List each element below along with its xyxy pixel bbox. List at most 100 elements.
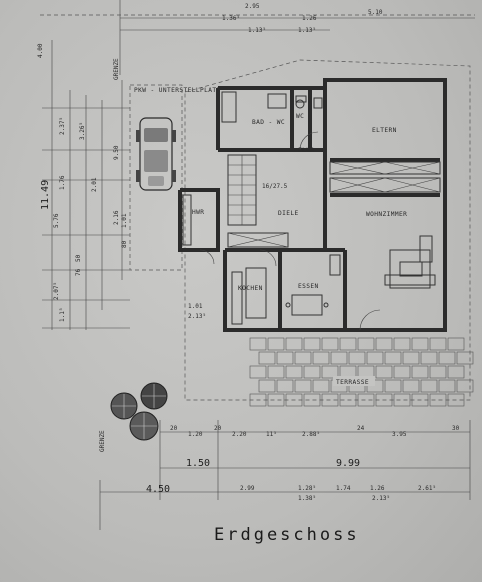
dim-b1-3: 2.20 bbox=[232, 431, 247, 438]
dim-left-b3: 76 bbox=[75, 268, 82, 276]
outer-walls bbox=[178, 78, 447, 332]
terrace-paver bbox=[375, 393, 393, 407]
terrace-paver bbox=[303, 365, 321, 379]
terrace-paver bbox=[429, 365, 447, 379]
room-hwr: HWR bbox=[192, 209, 204, 216]
dim-side-2: 2.13⁵ bbox=[188, 313, 206, 320]
terrace-paver bbox=[294, 351, 312, 365]
dim-b2-5: 2.61⁵ bbox=[418, 485, 436, 492]
room-parents: ELTERN bbox=[372, 127, 397, 134]
terrace-paver bbox=[393, 337, 411, 351]
terrace-paver bbox=[402, 351, 420, 365]
terrace-paver bbox=[267, 365, 285, 379]
dim-b2-2: 1.28⁵ bbox=[298, 485, 316, 492]
terrace-paver bbox=[321, 365, 339, 379]
terrace-paver bbox=[384, 379, 402, 393]
dim-bottom-big-2: 9.99 bbox=[336, 458, 360, 469]
room-hall: FLUR bbox=[298, 147, 315, 154]
terrace-paver bbox=[438, 379, 456, 393]
terrace-paver bbox=[267, 393, 285, 407]
terrace-paver bbox=[357, 337, 375, 351]
terrace-paver bbox=[249, 393, 267, 407]
terrace-paver bbox=[348, 351, 366, 365]
terrace-paver bbox=[366, 351, 384, 365]
built-in-closets bbox=[182, 161, 441, 248]
dim-b3-1: 2.13⁵ bbox=[372, 495, 390, 502]
dim-b1-5: 2.88⁵ bbox=[302, 431, 320, 438]
dim-left-b1: 3.26⁵ bbox=[79, 122, 86, 140]
terrace-paver bbox=[447, 337, 465, 351]
terrace-paver bbox=[375, 365, 393, 379]
terrace-paver bbox=[249, 337, 267, 351]
top-dimensions: 1.36⁵ 2.95 1.26 5.10 1.13⁵ 1.13⁵ bbox=[40, 0, 475, 75]
terrace-paver bbox=[411, 337, 429, 351]
dim-b2-3: 1.74 bbox=[336, 485, 351, 492]
terrace-paver bbox=[321, 393, 339, 407]
room-bath: BAD - WC bbox=[252, 119, 285, 126]
staircase: 16/27.5 bbox=[227, 154, 288, 226]
room-kitchen: KOCHEN bbox=[238, 285, 263, 292]
room-dining: ESSEN bbox=[298, 283, 319, 290]
dim-b1-8: 30 bbox=[452, 425, 460, 432]
room-wc: WC bbox=[296, 113, 304, 120]
roof-outline bbox=[184, 59, 471, 401]
living-furniture bbox=[329, 235, 436, 289]
dim-left-c2: 2.16 bbox=[113, 210, 120, 225]
terrace-paver bbox=[438, 351, 456, 365]
stair-ratio: 16/27.5 bbox=[262, 183, 288, 190]
dim-top-2: 2.95 bbox=[245, 3, 260, 10]
terrace-paver bbox=[276, 351, 294, 365]
tree-symbols bbox=[110, 382, 168, 441]
dim-b1-4: 11⁵ bbox=[266, 431, 277, 438]
terrace-paver bbox=[285, 337, 303, 351]
terrace-paver bbox=[429, 337, 447, 351]
dim-top-1: 1.36⁵ bbox=[222, 15, 240, 22]
terrace-paver bbox=[420, 351, 438, 365]
left-dimensions: 11.49 4.00 2.37⁵ 1.76 5.76 2.07⁵ 1.1⁵ 3.… bbox=[37, 40, 130, 330]
dim-b2-4: 1.26 bbox=[370, 485, 385, 492]
terrace-paver bbox=[312, 351, 330, 365]
terrace-paver bbox=[339, 393, 357, 407]
terrace-paver bbox=[258, 351, 276, 365]
terrace-paver bbox=[321, 337, 339, 351]
dim-side-1: 1.01 bbox=[188, 303, 203, 310]
terrace-paver bbox=[285, 393, 303, 407]
terrace-paver bbox=[456, 351, 474, 365]
dim-top-5: 1.13⁵ bbox=[248, 27, 266, 34]
terrace-paver bbox=[411, 365, 429, 379]
terrace-paver bbox=[294, 379, 312, 393]
dim-b1-0: 20 bbox=[170, 425, 178, 432]
terrace-paver bbox=[447, 365, 465, 379]
dim-b1-2: 20 bbox=[214, 425, 222, 432]
dim-left-outer: 11.49 bbox=[40, 180, 51, 210]
terrace: TERRASSE bbox=[249, 337, 474, 407]
terrace-paver bbox=[249, 365, 267, 379]
interior-walls bbox=[225, 90, 440, 330]
dim-bottom-big-1: 1.50 bbox=[186, 458, 210, 469]
dim-top-3: 1.26 bbox=[302, 15, 317, 22]
dim-left-a2: 1.76 bbox=[59, 175, 66, 190]
dim-left-top: 4.00 bbox=[37, 43, 44, 58]
terrace-paver bbox=[330, 351, 348, 365]
dim-b2-0: 4.50 bbox=[146, 484, 170, 495]
terrace-paver bbox=[375, 337, 393, 351]
dim-b3-0: 1.38⁵ bbox=[298, 495, 316, 502]
dim-top-4: 5.10 bbox=[368, 9, 383, 16]
dim-left-c1: 9.50 bbox=[113, 145, 120, 160]
dim-left-c3: 1.01 bbox=[121, 213, 128, 228]
carport: PKW - UNTERSTELLPLATZ bbox=[129, 84, 221, 271]
terrace-paver bbox=[339, 337, 357, 351]
terrace-paver bbox=[411, 393, 429, 407]
terrace-paver bbox=[303, 393, 321, 407]
carport-label: PKW - UNTERSTELLPLATZ bbox=[134, 87, 221, 94]
dim-b2-1: 2.99 bbox=[240, 485, 255, 492]
dim-left-a1: 2.37⁵ bbox=[59, 117, 66, 135]
terrace-paver bbox=[357, 393, 375, 407]
door-swings bbox=[199, 131, 381, 331]
terrace-paver bbox=[276, 379, 294, 393]
terrace-paver bbox=[420, 379, 438, 393]
terrace-paver bbox=[429, 393, 447, 407]
room-diele: DIELE bbox=[278, 210, 299, 217]
terrace-paver bbox=[393, 365, 411, 379]
